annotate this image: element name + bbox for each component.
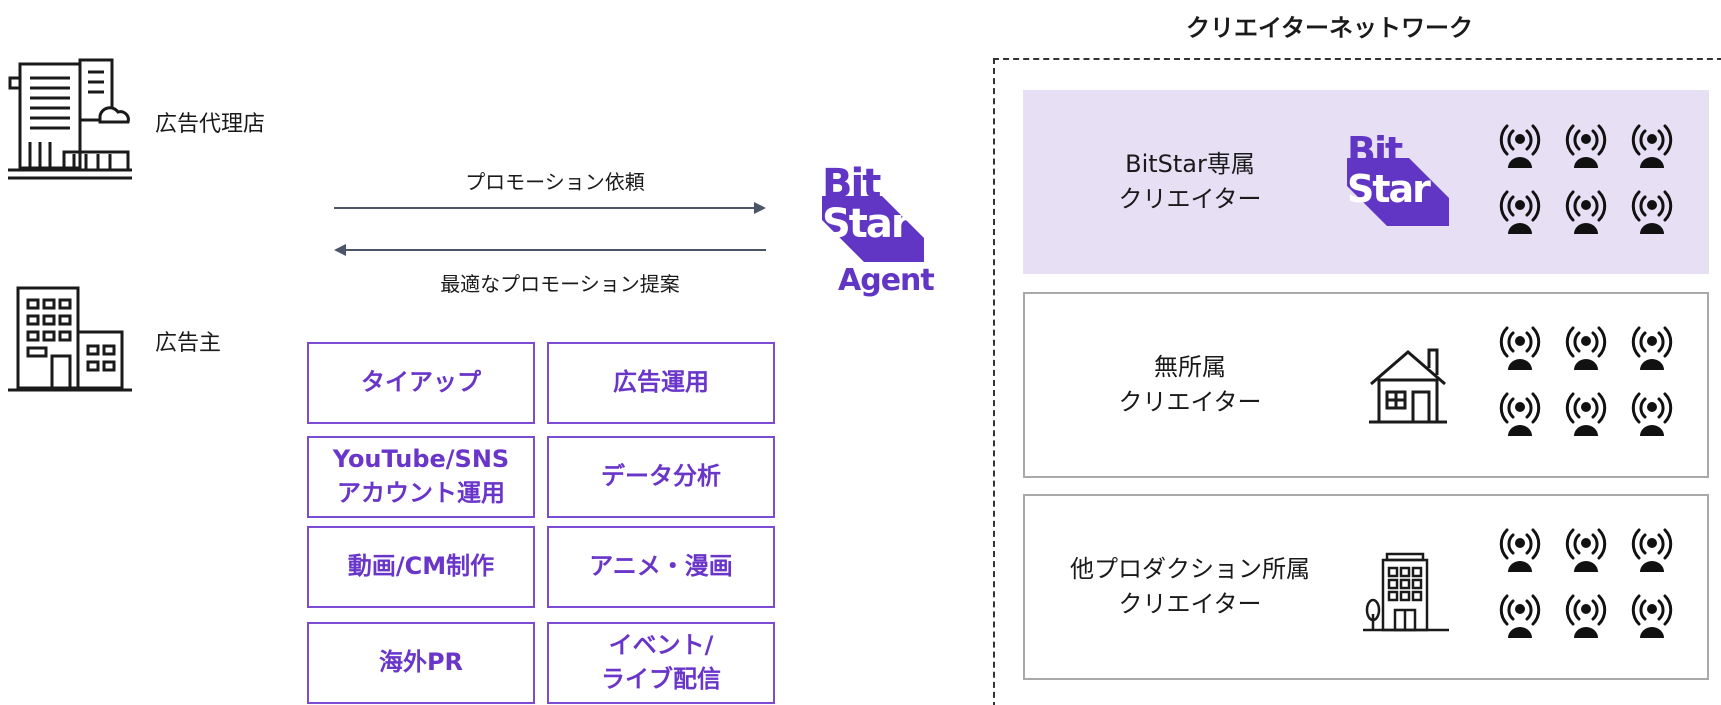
creator-icon xyxy=(1559,322,1613,372)
creator-icons xyxy=(1493,524,1693,640)
creator-icons xyxy=(1493,120,1693,236)
creator-icon xyxy=(1493,120,1547,170)
bitstar-logo-shape xyxy=(1347,158,1449,226)
tier-label: 他プロダクション所属 クリエイター xyxy=(1070,555,1310,618)
creator-icon xyxy=(1625,120,1679,170)
building-icon xyxy=(8,286,132,392)
creator-icon xyxy=(1625,186,1679,236)
service-anime-manga: アニメ・漫画 xyxy=(547,526,775,608)
house-icon xyxy=(1369,348,1447,424)
creator-icon xyxy=(1559,120,1613,170)
request-label: プロモーション依頼 xyxy=(465,170,645,194)
proposal-arrow xyxy=(334,244,766,256)
tier-independent: 無所属 クリエイター xyxy=(1023,292,1709,478)
network-frame xyxy=(993,58,1721,705)
agent-logo-bit: Bit xyxy=(822,161,881,207)
tier-label: BitStar専属 クリエイター xyxy=(1118,150,1262,213)
proposal-label: 最適なプロモーション提案 xyxy=(440,272,680,296)
creator-icon xyxy=(1625,524,1679,574)
network-title: クリエイターネットワーク xyxy=(1186,14,1474,42)
bitstar-agent-logo-shape xyxy=(822,196,924,262)
agent-logo-star: Star xyxy=(822,201,911,247)
service-data-analysis: データ分析 xyxy=(547,436,775,518)
creator-icon xyxy=(1625,590,1679,640)
creator-icon xyxy=(1559,590,1613,640)
creator-icon xyxy=(1559,524,1613,574)
tier-logo-bit: Bit xyxy=(1347,129,1403,173)
tier-logo-star: Star xyxy=(1347,167,1431,211)
creator-icon xyxy=(1625,322,1679,372)
service-ad-operation: 広告運用 xyxy=(547,342,775,424)
building-icon xyxy=(1363,552,1449,632)
service-tieup: タイアップ xyxy=(307,342,535,424)
agency-label: 広告代理店 xyxy=(155,112,266,137)
office-building-icon xyxy=(8,58,132,180)
creator-icon xyxy=(1559,186,1613,236)
service-video-production: 動画/CM制作 xyxy=(307,526,535,608)
creator-icon xyxy=(1493,388,1547,438)
service-account-operation: YouTube/SNS アカウント運用 xyxy=(307,436,535,518)
agent-logo-agent: Agent xyxy=(838,263,935,298)
creator-icon xyxy=(1493,322,1547,372)
service-event-live: イベント/ ライブ配信 xyxy=(547,622,775,704)
creator-icon xyxy=(1559,388,1613,438)
tier-bitstar-exclusive: BitStar専属 クリエイター Bit Star xyxy=(1023,90,1709,274)
creator-icon xyxy=(1493,186,1547,236)
tier-other-production: 他プロダクション所属 クリエイター xyxy=(1023,494,1709,680)
service-overseas-pr: 海外PR xyxy=(307,622,535,704)
tier-label: 無所属 クリエイター xyxy=(1118,353,1262,416)
creator-icons xyxy=(1493,322,1693,438)
request-arrow xyxy=(334,202,766,214)
creator-icon xyxy=(1493,524,1547,574)
advertiser-label: 広告主 xyxy=(155,331,222,356)
creator-icon xyxy=(1625,388,1679,438)
creator-icon xyxy=(1493,590,1547,640)
